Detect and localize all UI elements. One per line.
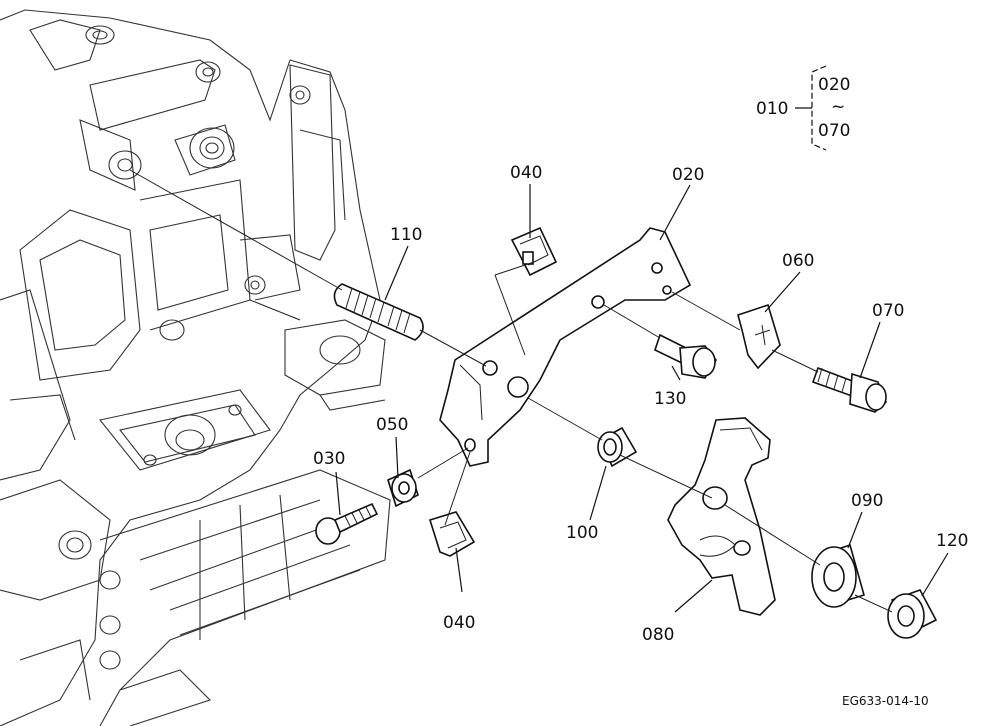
label-070-set: 070 [818,121,850,141]
part-080-lever [667,417,776,616]
part-110-stud [333,283,424,341]
label-030: 030 [313,449,345,469]
label-tilde: ~ [831,97,845,117]
label-090: 090 [851,491,883,511]
part-090-bearing [811,543,865,608]
part-060-clip [737,303,781,370]
label-040-top: 040 [510,163,542,183]
part-040-top-clip [510,226,558,277]
part-100-bushing [597,426,638,468]
leader-lines [335,184,949,613]
part-130-bolt [654,333,717,379]
label-110: 110 [390,225,422,245]
label-010: 010 [756,99,788,119]
label-040-bottom: 040 [443,613,475,633]
label-100: 100 [566,523,598,543]
figure-reference: EG633-014-10 [842,694,929,708]
part-050-nut [387,468,419,508]
engine-block [0,9,391,726]
part-020-bracket [439,227,692,467]
label-120: 120 [936,531,968,551]
label-060: 060 [782,251,814,271]
label-020-set: 020 [818,75,850,95]
label-050: 050 [376,415,408,435]
label-020: 020 [672,165,704,185]
part-040-bottom-clip [428,511,476,557]
part-070-bolt [811,366,887,413]
label-080: 080 [642,625,674,645]
part-030-bolt [315,502,379,545]
assembly-lines [129,169,893,613]
label-070: 070 [872,301,904,321]
set-bracket [795,65,827,151]
part-120-nut [887,589,938,639]
label-130: 130 [654,389,686,409]
